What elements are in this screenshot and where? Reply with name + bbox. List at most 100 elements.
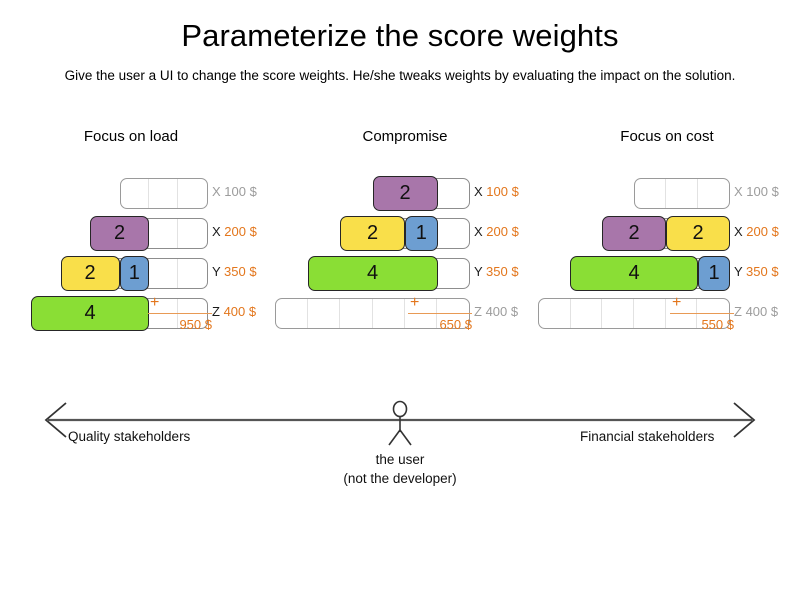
- row-key: Y: [474, 264, 483, 279]
- weight-row: 4 Z 400 $: [16, 294, 282, 334]
- weight-chip[interactable]: 2: [666, 216, 730, 251]
- slider-cell[interactable]: [178, 179, 207, 208]
- weight-row: 2 X 200 $: [16, 214, 282, 254]
- row-key: Z: [212, 304, 220, 319]
- axis-arrow-icon: [44, 400, 756, 446]
- weight-chip[interactable]: 4: [570, 256, 698, 291]
- user-caption: the user (not the developer): [0, 450, 800, 488]
- slider-cell[interactable]: [149, 219, 178, 248]
- slider-cell[interactable]: [121, 179, 150, 208]
- slider-cell[interactable]: [437, 259, 469, 288]
- weight-chip[interactable]: 2: [340, 216, 405, 251]
- slider-cell[interactable]: [635, 179, 667, 208]
- slider-cell[interactable]: [178, 259, 207, 288]
- total-cost: + 550 $: [670, 294, 734, 332]
- row-label: X 100 $: [212, 184, 257, 199]
- weight-slider-track[interactable]: [634, 178, 730, 209]
- slider-cell[interactable]: [437, 179, 469, 208]
- total-value: 950 $: [179, 317, 212, 332]
- weight-chip[interactable]: 4: [31, 296, 149, 331]
- weight-chip[interactable]: 1: [698, 256, 730, 291]
- weight-slider-track[interactable]: [119, 178, 208, 209]
- slider-cell[interactable]: [602, 299, 635, 328]
- row-label: Z 400 $: [474, 304, 518, 319]
- row-price: 350 $: [742, 264, 779, 279]
- slider-cell[interactable]: [178, 219, 207, 248]
- row-key: X: [734, 184, 743, 199]
- slider-cell[interactable]: [634, 299, 666, 328]
- total-value: 650 $: [439, 317, 472, 332]
- row-price: 400 $: [741, 304, 779, 319]
- total-rule: [408, 313, 472, 314]
- weight-chip[interactable]: 2: [602, 216, 666, 251]
- row-label: Y 350 $: [212, 264, 257, 279]
- slider-cell[interactable]: [539, 299, 571, 328]
- total-rule: [670, 313, 734, 314]
- page-title: Parameterize the score weights: [181, 18, 619, 53]
- row-label: Z 400 $: [734, 304, 778, 319]
- weight-chip[interactable]: 2: [90, 216, 149, 251]
- row-key: Z: [474, 304, 482, 319]
- slider-cell[interactable]: [437, 219, 469, 248]
- weight-chip[interactable]: 1: [119, 256, 149, 291]
- stakeholder-axis: Quality stakeholders Financial stakehold…: [0, 398, 800, 518]
- weight-slider-track[interactable]: [275, 298, 470, 329]
- row-price: 400 $: [481, 304, 519, 319]
- row-price: 400 $: [219, 304, 257, 319]
- row-label: X 200 $: [212, 224, 257, 239]
- weight-row: 4 Y 350 $: [270, 254, 536, 294]
- weight-row: 2 X 100 $: [270, 174, 536, 214]
- slider-cell[interactable]: [149, 179, 179, 208]
- total-value: 550 $: [701, 317, 734, 332]
- weight-chip[interactable]: 2: [372, 176, 438, 211]
- slider-cell[interactable]: [666, 179, 698, 208]
- row-price: 200 $: [482, 224, 519, 239]
- row-price: 200 $: [220, 224, 257, 239]
- weight-row: X 100 $: [16, 174, 282, 214]
- slider-cell[interactable]: [149, 259, 178, 288]
- slider-cell[interactable]: [373, 299, 405, 328]
- slider-cell[interactable]: [698, 179, 729, 208]
- row-key: X: [474, 224, 483, 239]
- total-cost: + 650 $: [408, 294, 472, 332]
- row-label: X 100 $: [474, 184, 519, 199]
- row-key: X: [474, 184, 483, 199]
- total-rule: [148, 313, 212, 314]
- row-label: Y 350 $: [734, 264, 779, 279]
- axis-label-quality: Quality stakeholders: [68, 429, 191, 444]
- row-price: 100 $: [482, 184, 519, 199]
- column-heading: Focus on cost: [620, 128, 714, 145]
- stick-figure-icon: [388, 400, 412, 446]
- row-price: 200 $: [742, 224, 779, 239]
- slider-cell[interactable]: [276, 299, 309, 328]
- row-label: X 200 $: [734, 224, 779, 239]
- column-heading: Focus on load: [83, 128, 179, 145]
- row-label: X 200 $: [474, 224, 519, 239]
- weight-row: X 100 $: [530, 174, 796, 214]
- weight-chip[interactable]: 2: [60, 256, 120, 291]
- plus-sign: +: [410, 294, 420, 311]
- row-key: Y: [212, 264, 221, 279]
- slider-cell[interactable]: [571, 299, 603, 328]
- user-caption-line2: (not the developer): [343, 471, 457, 486]
- row-key: Y: [734, 264, 743, 279]
- weight-chip[interactable]: 1: [405, 216, 438, 251]
- slider-cell[interactable]: [308, 299, 341, 328]
- weight-row: Z 400 $: [270, 294, 536, 334]
- row-price: 350 $: [482, 264, 519, 279]
- total-cost: + 950 $: [148, 295, 212, 332]
- weight-chip[interactable]: 4: [307, 256, 438, 291]
- row-price: 100 $: [220, 184, 257, 199]
- plus-sign: +: [672, 294, 682, 311]
- slider-cell[interactable]: [340, 299, 373, 328]
